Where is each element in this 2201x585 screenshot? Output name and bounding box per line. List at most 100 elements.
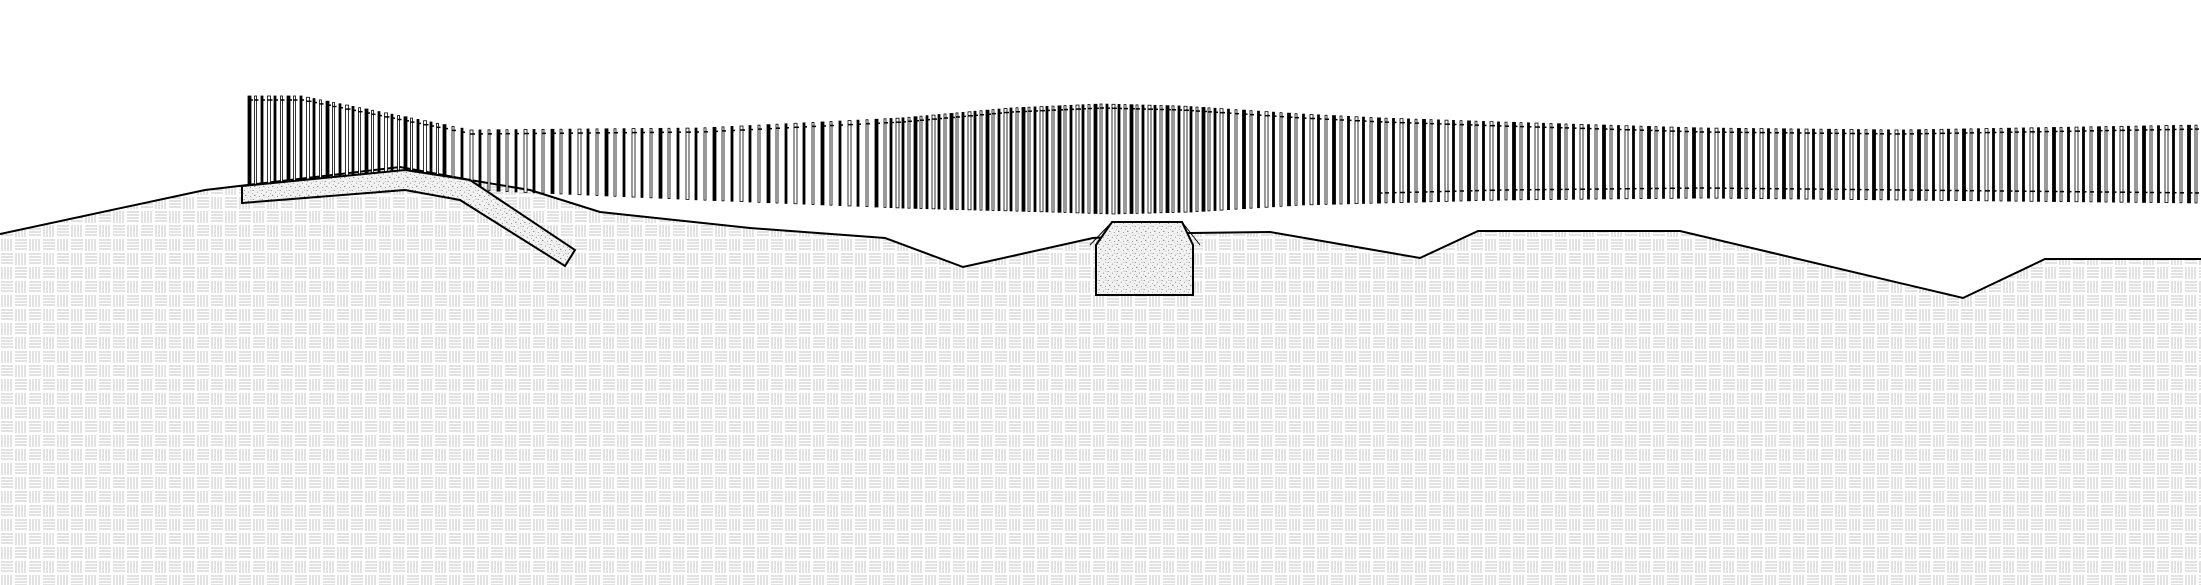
slat (943, 113, 947, 210)
slat (973, 110, 977, 211)
slat (559, 128, 563, 195)
slat (931, 114, 936, 210)
slat (1497, 121, 1500, 201)
slat (874, 118, 879, 208)
slat (1894, 129, 1899, 201)
slat (247, 95, 252, 191)
slat (883, 118, 887, 208)
slat (793, 122, 798, 205)
slat (667, 127, 671, 200)
slat (523, 129, 528, 193)
slat (1594, 124, 1598, 200)
slat (997, 108, 1001, 212)
slat (1999, 127, 2003, 202)
slat (913, 116, 918, 209)
slat (1677, 126, 1680, 199)
slat (2029, 127, 2034, 202)
slat (1027, 106, 1031, 212)
slat (766, 124, 771, 204)
slat (2074, 126, 2079, 203)
slat (345, 104, 349, 188)
slat (1257, 110, 1260, 209)
slat (1069, 104, 1073, 214)
slat (306, 96, 310, 189)
slat (2127, 125, 2130, 203)
slat (1977, 128, 1980, 202)
slat (1662, 126, 1665, 199)
slat (1932, 129, 1935, 201)
slat (505, 129, 509, 192)
slat (979, 110, 983, 211)
slat (1332, 115, 1336, 205)
slat (2112, 126, 2115, 203)
concrete-footing (1095, 221, 1194, 296)
slat (1242, 109, 1246, 210)
slat (1984, 128, 1989, 202)
slat (1474, 120, 1478, 202)
slat (1362, 116, 1365, 204)
slat (676, 127, 680, 200)
slat (1105, 103, 1109, 215)
slat (1384, 117, 1388, 204)
slat (1021, 107, 1026, 212)
slat (1872, 129, 1876, 201)
slat (1129, 104, 1134, 214)
slat (478, 129, 482, 191)
slat (1602, 124, 1606, 200)
slat (1452, 120, 1455, 202)
slat (1692, 127, 1696, 199)
slat (1564, 123, 1568, 200)
slat (2119, 125, 2124, 203)
slat (1992, 128, 1995, 202)
slat (1207, 107, 1211, 212)
slat (1317, 114, 1320, 205)
slat (2157, 125, 2160, 203)
slat (1707, 127, 1710, 199)
slat (1969, 128, 1973, 202)
slat (1519, 122, 1523, 201)
slat (1039, 106, 1044, 213)
slat (1489, 121, 1494, 201)
slat (1177, 105, 1181, 213)
slat (1407, 118, 1410, 203)
slat (1654, 126, 1658, 199)
slat (1309, 114, 1314, 206)
slat (2037, 127, 2040, 202)
timber-slat-screen (247, 95, 2199, 215)
slat (1264, 111, 1269, 208)
slat (1797, 128, 1800, 200)
slat (1812, 128, 1815, 200)
slat (1165, 105, 1170, 213)
slat (712, 126, 717, 201)
slat (1549, 123, 1553, 200)
slat (1722, 127, 1725, 199)
slat (1767, 128, 1770, 200)
slat (1354, 116, 1359, 205)
slat (1572, 123, 1575, 200)
slat (895, 117, 900, 209)
slat (838, 120, 842, 206)
slat (949, 113, 954, 210)
slat (1347, 115, 1350, 205)
slat (1153, 104, 1157, 214)
slat (286, 95, 291, 190)
slat (829, 121, 833, 206)
slat (1759, 128, 1764, 199)
slat (1857, 129, 1860, 200)
slat (757, 124, 761, 203)
slat (2164, 125, 2169, 204)
slat (312, 98, 316, 189)
slat (2052, 127, 2056, 202)
slat (907, 116, 911, 209)
slat (2007, 127, 2011, 202)
slat (541, 128, 545, 194)
slat (1917, 129, 1921, 201)
slat (595, 128, 599, 196)
slat (604, 128, 609, 197)
ground-section (0, 167, 2201, 585)
slat (260, 95, 264, 190)
slat (748, 125, 752, 203)
slat (1287, 112, 1291, 207)
slat (1033, 106, 1037, 212)
slat (496, 129, 501, 192)
